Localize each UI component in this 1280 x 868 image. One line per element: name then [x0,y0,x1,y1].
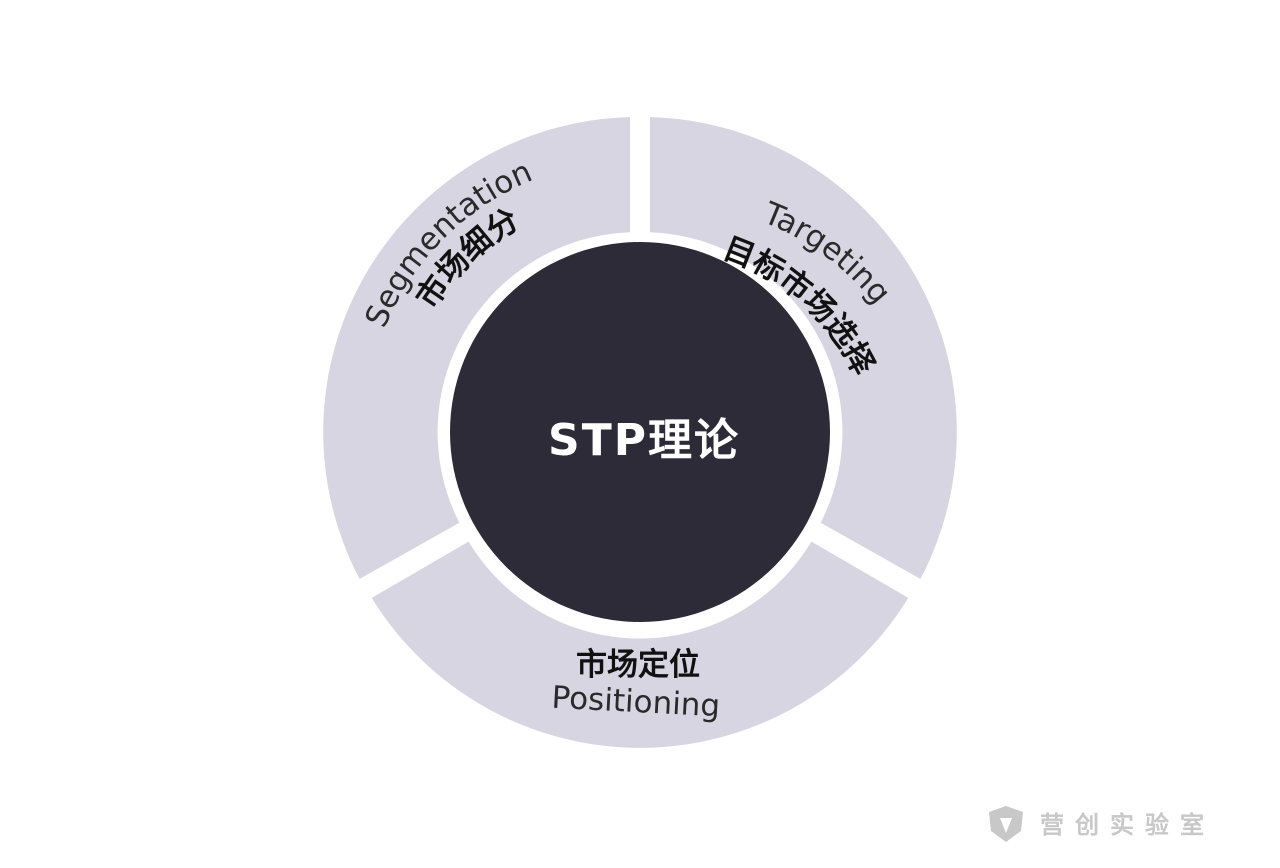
positioning-segment [371,541,909,748]
segmentation-segment [323,117,630,579]
positioning-en-label: Positioning [551,680,721,725]
positioning-zh-label: 市场定位 [576,647,700,683]
center-circle [450,242,830,622]
targeting-segment [650,117,957,579]
brand-watermark: 营创实验室 [989,806,1215,842]
center-title: STP理论 [548,415,740,466]
shield-logo-icon [989,806,1023,842]
brand-text: 营创实验室 [1040,811,1215,839]
